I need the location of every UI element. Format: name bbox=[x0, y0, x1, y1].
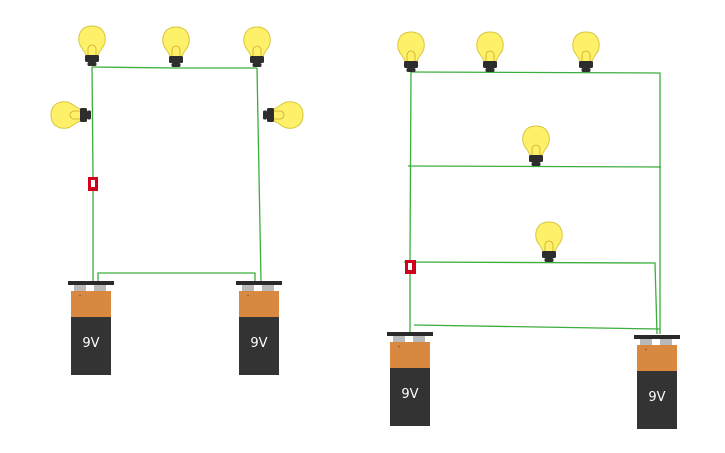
series-wires bbox=[91, 66, 262, 282]
battery-9v-icon[interactable]: + 9V bbox=[68, 281, 114, 375]
svg-text:+: + bbox=[644, 347, 647, 352]
parallel-wires bbox=[403, 71, 662, 335]
light-bulb-icon[interactable] bbox=[522, 125, 550, 167]
battery-label: 9V bbox=[648, 390, 665, 405]
svg-text:+: + bbox=[397, 344, 400, 349]
light-bulb-icon[interactable] bbox=[243, 26, 271, 68]
switch-icon[interactable] bbox=[88, 177, 98, 191]
series-circuit: + 9V + 9V bbox=[50, 25, 304, 375]
switch-icon[interactable] bbox=[405, 260, 416, 274]
light-bulb-icon[interactable] bbox=[262, 101, 304, 129]
light-bulb-icon[interactable] bbox=[476, 31, 504, 73]
parallel-circuit: + 9V + 9V bbox=[387, 31, 680, 429]
battery-label: 9V bbox=[82, 336, 99, 351]
svg-text:+: + bbox=[246, 293, 249, 298]
light-bulb-icon[interactable] bbox=[535, 221, 563, 263]
light-bulb-icon[interactable] bbox=[397, 31, 425, 73]
light-bulb-icon[interactable] bbox=[162, 26, 190, 68]
battery-9v-icon[interactable]: + 9V bbox=[634, 335, 680, 429]
light-bulb-icon[interactable] bbox=[50, 101, 92, 129]
battery-label: 9V bbox=[250, 336, 267, 351]
svg-text:+: + bbox=[78, 293, 81, 298]
battery-9v-icon[interactable]: + 9V bbox=[387, 332, 433, 426]
battery-9v-icon[interactable]: + 9V bbox=[236, 281, 282, 375]
light-bulb-icon[interactable] bbox=[572, 31, 600, 73]
battery-label: 9V bbox=[401, 387, 418, 402]
light-bulb-icon[interactable] bbox=[78, 25, 106, 67]
